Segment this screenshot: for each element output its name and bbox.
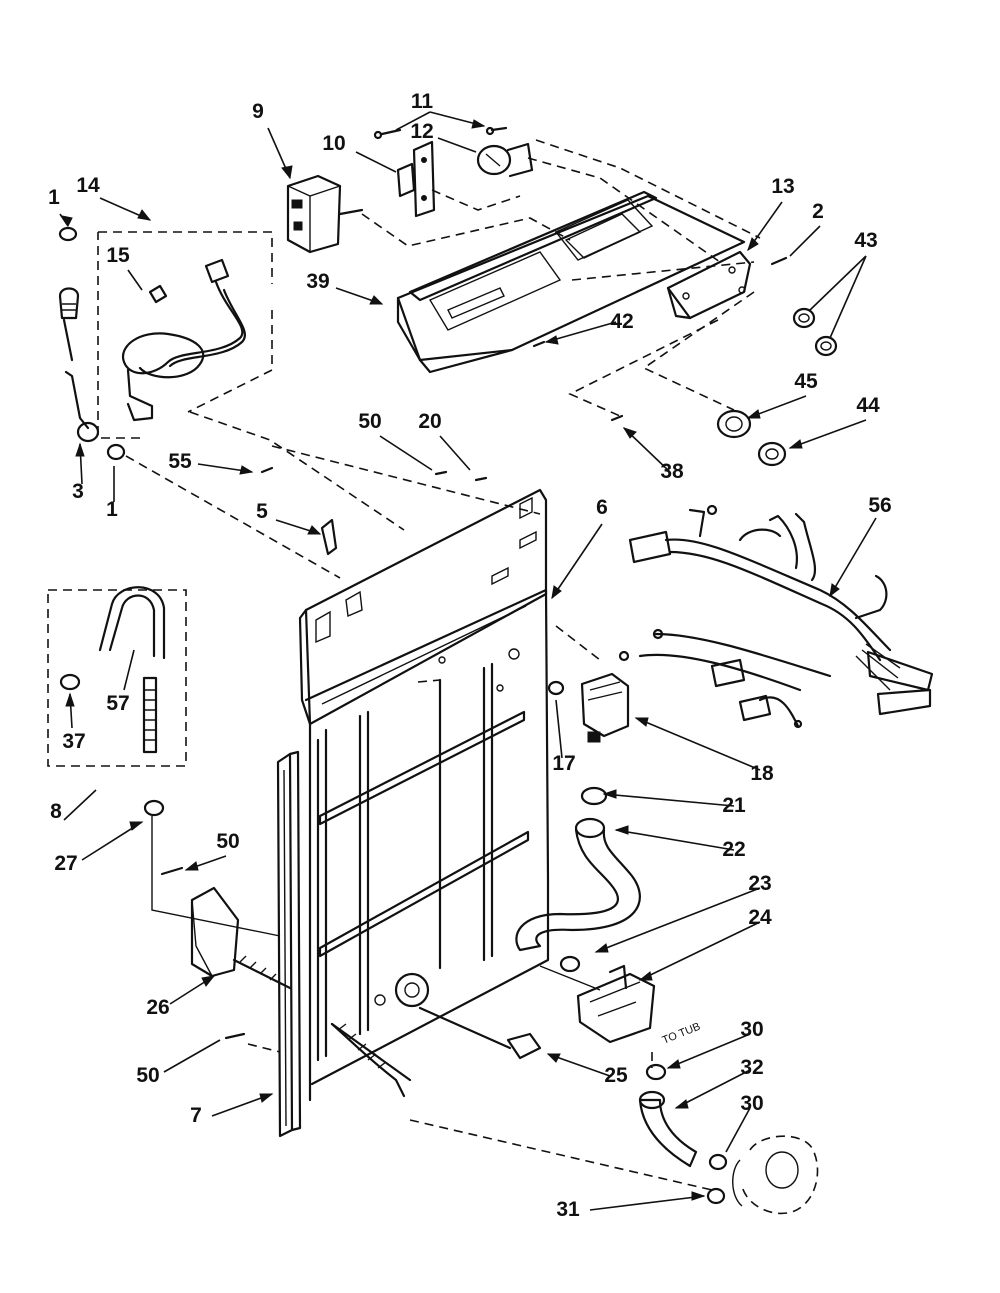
callout-c10: 10 [322,132,345,155]
drain-hose-kit-57 [59,586,166,817]
callout-c26: 26 [146,996,169,1019]
callout-c2: 2 [812,200,824,223]
callout-c13: 13 [771,175,794,198]
tub-outlet [732,1135,819,1215]
pump-24 [559,955,656,1044]
callout-c15: 15 [106,244,130,267]
hose-parts-left [58,226,126,461]
callout-c20: 20 [418,410,441,433]
callout-c24: 24 [748,906,772,929]
assembly-lines [125,139,761,1191]
callout-c8: 8 [50,800,62,823]
selector-switch [396,140,436,218]
callout-c45: 45 [794,370,818,393]
callout-c38: 38 [660,460,684,483]
callout-c1a: 1 [48,186,60,209]
callout-c44: 44 [856,394,880,417]
callout-c1b: 1 [106,498,118,521]
callout-c23: 23 [748,872,771,895]
callout-c50b: 50 [216,830,239,853]
power-cord [121,258,247,422]
rear-panel-cabinet [298,488,550,1102]
callout-c30b: 30 [740,1092,763,1115]
callout-c5: 5 [256,500,268,523]
drain-hose-kit-group-box [47,589,187,767]
knobs-43 [770,256,838,357]
drain-hose-22 [515,786,641,952]
callout-c50a: 50 [358,410,381,433]
callout-c55: 55 [168,450,192,473]
callout-c30a: 30 [740,1018,763,1041]
callout-c27: 27 [54,852,77,875]
callout-c39: 39 [306,270,329,293]
callout-c17: 17 [552,752,575,775]
water-level-switch [476,142,534,178]
callout-c21: 21 [722,794,746,817]
callout-c37: 37 [62,730,85,753]
screws-top [373,126,508,140]
timer [286,174,364,254]
callout-c32: 32 [740,1056,763,1079]
callout-c56: 56 [868,494,891,517]
callout-c43: 43 [854,229,877,252]
callout-c22: 22 [722,838,745,861]
callout-c3: 3 [72,480,84,503]
callout-c9: 9 [252,100,264,123]
callout-c6: 6 [596,496,608,519]
callout-c12: 12 [410,120,433,143]
leader-lines [59,111,877,1211]
inlet-valve-18 [547,672,630,743]
callout-c50c: 50 [136,1064,159,1087]
callout-c57: 57 [106,692,129,715]
knob-45-44 [716,409,787,467]
hinge-26 [190,886,292,990]
to-tub-annotation: TO TUB [661,1021,703,1047]
callout-c14: 14 [76,174,100,197]
callout-c42: 42 [610,310,633,333]
callout-c11: 11 [411,90,434,113]
callout-c18: 18 [750,762,774,785]
screws [160,340,624,1040]
drain-hose-32 [638,1063,728,1205]
side-rail [276,750,302,1138]
control-console-panel [396,190,746,374]
power-cord-group-box [97,231,273,439]
arrow-heads [60,119,840,1201]
callout-c31: 31 [556,1198,580,1221]
callout-c25: 25 [604,1064,628,1087]
console-end-bracket [666,250,752,320]
wire-harness [618,504,934,729]
callout-c7: 7 [190,1104,202,1127]
motor-mounting-lower [330,972,542,1098]
